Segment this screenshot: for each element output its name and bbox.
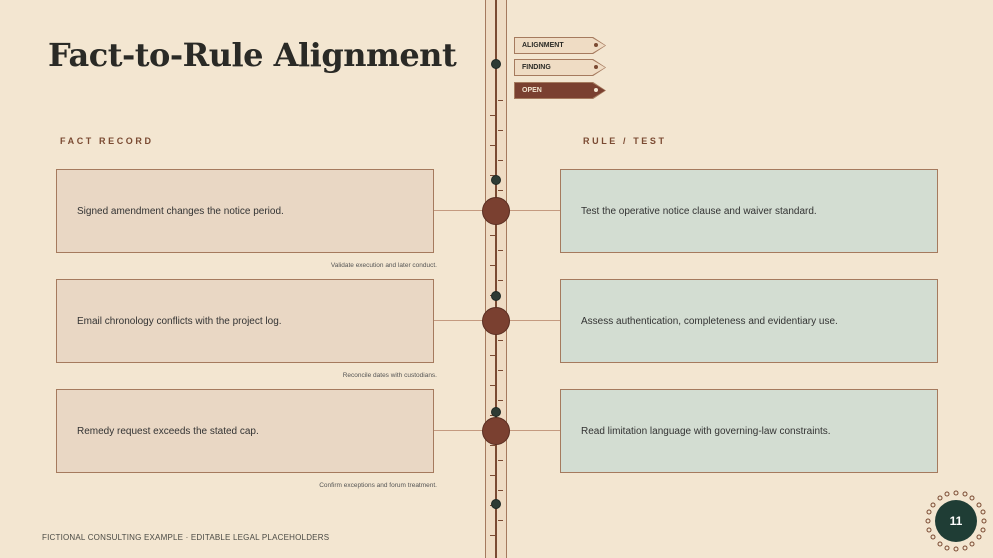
timeline-tick — [498, 340, 503, 341]
timeline-tick — [490, 385, 495, 386]
timeline-tick — [498, 190, 503, 191]
ring-dot — [937, 541, 943, 547]
ring-dot — [980, 527, 986, 533]
timeline-node — [482, 307, 510, 335]
ring-dot — [953, 490, 959, 496]
timeline-tick — [490, 355, 495, 356]
ring-dot — [962, 545, 968, 551]
timeline-tick — [490, 475, 495, 476]
fact-box: Signed amendment changes the notice peri… — [56, 169, 434, 253]
ring-dot — [969, 495, 975, 501]
timeline-tick — [490, 145, 495, 146]
timeline-tick — [498, 460, 503, 461]
timeline-tick — [490, 115, 495, 116]
rule-column-label: RULE / TEST — [583, 136, 667, 146]
timeline-tick — [490, 535, 495, 536]
ring-dot — [930, 534, 936, 540]
slide-title: Fact-to-Rule Alignment — [48, 36, 457, 74]
timeline-node — [482, 417, 510, 445]
ring-dot — [937, 495, 943, 501]
footer-text: FICTIONAL CONSULTING EXAMPLE · EDITABLE … — [42, 533, 330, 542]
timeline-tick — [498, 490, 503, 491]
tag-pip-icon — [594, 43, 598, 47]
timeline-tick — [498, 370, 503, 371]
timeline-dot — [491, 407, 501, 417]
timeline-line — [495, 0, 497, 558]
ring-dot — [944, 491, 950, 497]
tag-alignment[interactable]: ALIGNMENT — [514, 37, 606, 54]
timeline-dot — [491, 59, 501, 69]
tag-open[interactable]: OPEN — [514, 82, 606, 99]
timeline-dot — [491, 291, 501, 301]
ring-dot — [969, 541, 975, 547]
rule-box: Test the operative notice clause and wai… — [560, 169, 938, 253]
fact-note: Reconcile dates with custodians. — [342, 372, 437, 379]
timeline-tick — [498, 520, 503, 521]
fact-text: Email chronology conflicts with the proj… — [77, 315, 282, 327]
fact-text: Signed amendment changes the notice peri… — [77, 205, 284, 217]
timeline-tick — [498, 130, 503, 131]
fact-box: Email chronology conflicts with the proj… — [56, 279, 434, 363]
rule-box: Assess authentication, completeness and … — [560, 279, 938, 363]
timeline-tick — [490, 235, 495, 236]
rule-box: Read limitation language with governing-… — [560, 389, 938, 473]
ring-dot — [953, 546, 959, 552]
tag-label: ALIGNMENT — [522, 42, 564, 49]
timeline-tick — [498, 100, 503, 101]
rule-text: Read limitation language with governing-… — [581, 425, 831, 437]
timeline-tick — [498, 250, 503, 251]
ring-dot — [980, 509, 986, 515]
tag-finding[interactable]: FINDING — [514, 59, 606, 76]
tag-pip-icon — [594, 65, 598, 69]
timeline-tick — [498, 400, 503, 401]
fact-note: Confirm exceptions and forum treatment. — [319, 482, 437, 489]
fact-column-label: FACT RECORD — [60, 136, 154, 146]
ring-dot — [981, 518, 987, 524]
fact-box: Remedy request exceeds the stated cap. — [56, 389, 434, 473]
rule-text: Assess authentication, completeness and … — [581, 315, 838, 327]
timeline-tick — [498, 160, 503, 161]
fact-text: Remedy request exceeds the stated cap. — [77, 425, 259, 437]
tag-label: FINDING — [522, 64, 551, 71]
page-badge: 11 — [925, 490, 987, 552]
ring-dot — [976, 534, 982, 540]
ring-dot — [926, 527, 932, 533]
ring-dot — [930, 502, 936, 508]
tag-label: OPEN — [522, 87, 542, 94]
tag-pip-icon — [594, 88, 598, 92]
rule-text: Test the operative notice clause and wai… — [581, 205, 817, 217]
page-number: 11 — [935, 500, 977, 542]
ring-dot — [962, 491, 968, 497]
timeline-dot — [491, 499, 501, 509]
timeline-tick — [490, 445, 495, 446]
ring-dot — [944, 545, 950, 551]
ring-dot — [925, 518, 931, 524]
fact-note: Validate execution and later conduct. — [330, 262, 437, 269]
timeline-tick — [490, 265, 495, 266]
ring-dot — [926, 509, 932, 515]
timeline-tick — [498, 280, 503, 281]
timeline-node — [482, 197, 510, 225]
timeline-dot — [491, 175, 501, 185]
ring-dot — [976, 502, 982, 508]
